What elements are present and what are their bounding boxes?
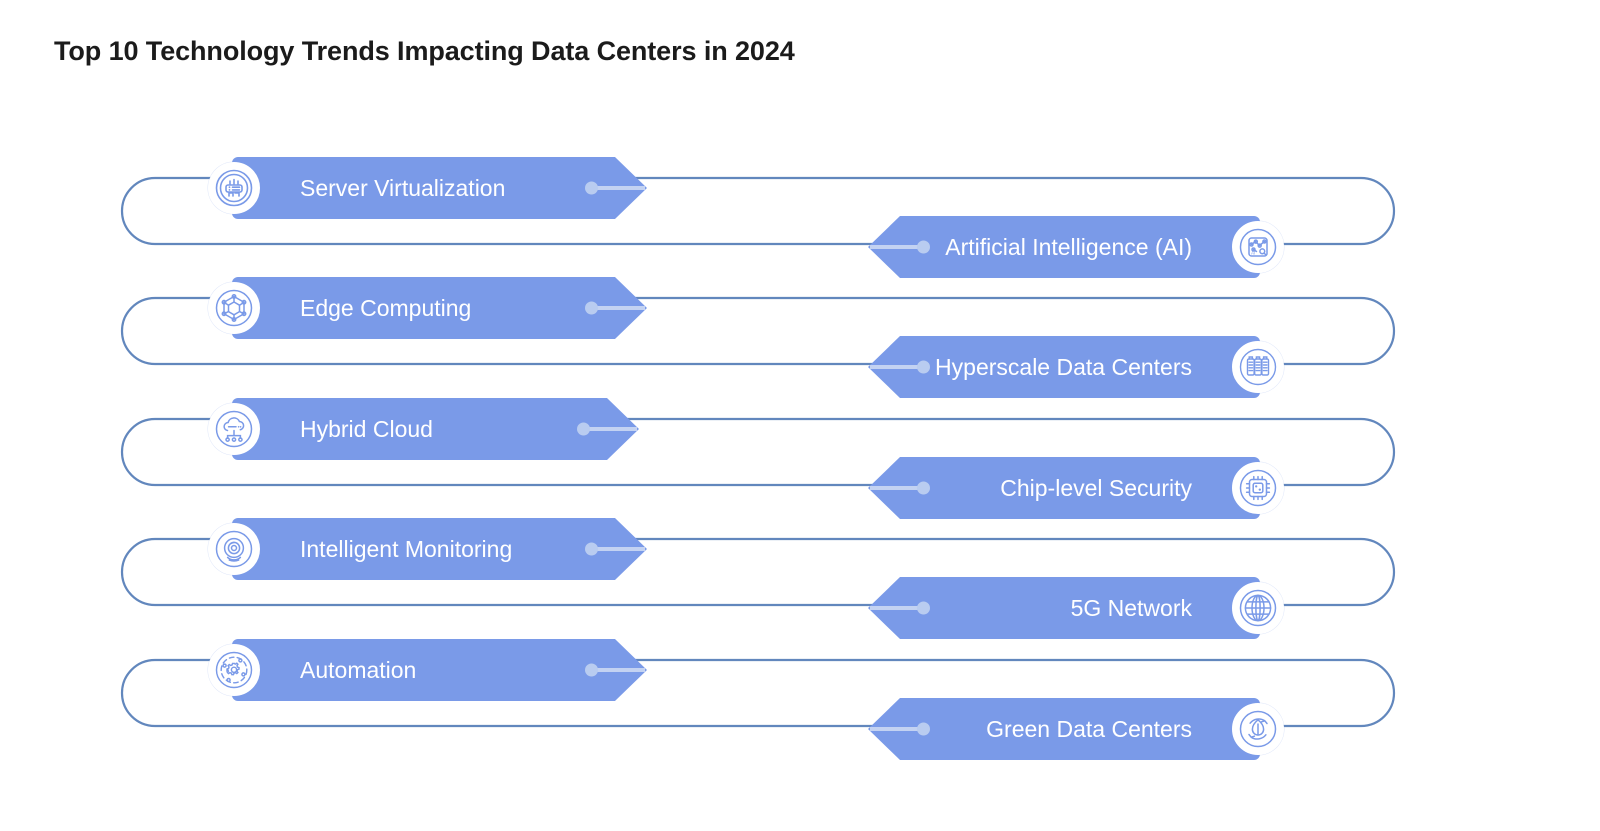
trend-label: Automation (300, 656, 417, 683)
hexagon-cube-icon (208, 282, 260, 334)
connector-stub (870, 722, 930, 736)
gear-automation-icon (208, 644, 260, 696)
trend-node-automation[interactable]: Automation (208, 639, 647, 701)
leaf-recycle-icon (1232, 703, 1284, 755)
chevron-shape (868, 336, 1260, 398)
trend-node-chip-level-security[interactable]: Chip-level Security (868, 457, 1284, 519)
connector-dot (917, 601, 930, 615)
chevron-shape (232, 639, 647, 701)
chevron-shape (868, 698, 1260, 760)
connector-dot (585, 301, 598, 315)
trend-node-hyperscale-data-centers[interactable]: Hyperscale Data Centers (868, 336, 1284, 398)
trend-label: Green Data Centers (986, 715, 1192, 742)
trend-label: Hyperscale Data Centers (935, 353, 1192, 380)
connector-stub (870, 481, 930, 495)
chevron-shape (232, 398, 639, 460)
trend-node-hybrid-cloud[interactable]: Hybrid Cloud (208, 398, 639, 460)
connector-stub (585, 181, 645, 195)
trend-node-artificial-intelligence[interactable]: AI Artificial Intelligence (AI) (868, 216, 1284, 278)
trend-node-intelligent-monitoring[interactable]: Intelligent Monitoring (208, 518, 647, 580)
trend-node-edge-computing[interactable]: Edge Computing (208, 277, 647, 339)
svg-text:AI: AI (1251, 251, 1255, 256)
connector-stub (870, 240, 930, 254)
connector-dot (917, 360, 930, 374)
connector-stub (870, 601, 930, 615)
connector-dot (917, 481, 930, 495)
connector-dot (585, 542, 598, 556)
trend-label: 5G Network (1070, 594, 1192, 621)
chevron-shape (232, 157, 647, 219)
connector-dot (917, 722, 930, 736)
trend-label: Artificial Intelligence (AI) (945, 233, 1192, 260)
server-rack-icon (208, 162, 260, 214)
page-title: Top 10 Technology Trends Impacting Data … (54, 36, 795, 66)
connector-stub (870, 360, 930, 374)
monitoring-eye-icon (208, 523, 260, 575)
cpu-chip-icon (1232, 462, 1284, 514)
connector-stub (585, 542, 645, 556)
trend-node-server-virtualization[interactable]: Server Virtualization (208, 157, 647, 219)
chevron-shape (232, 277, 647, 339)
trend-node-green-data-centers[interactable]: Green Data Centers (868, 698, 1284, 760)
globe-network-icon (1232, 582, 1284, 634)
chevron-shape (868, 216, 1260, 278)
connector-dot (917, 240, 930, 254)
connector-stub (585, 663, 645, 677)
chevron-shape (868, 457, 1260, 519)
trend-label: Chip-level Security (1000, 474, 1192, 501)
trend-label: Server Virtualization (300, 174, 506, 201)
trend-node-5g-network[interactable]: 5G Network (868, 577, 1284, 639)
connector-stub (577, 422, 637, 436)
connector-stub (585, 301, 645, 315)
connector-dot (585, 663, 598, 677)
ai-circuit-icon: AI (1232, 221, 1284, 273)
trend-label: Intelligent Monitoring (300, 535, 513, 562)
trend-label: Edge Computing (300, 294, 472, 321)
chevron-shape (232, 518, 647, 580)
connector-dot (585, 181, 598, 195)
server-racks-icon (1232, 341, 1284, 393)
cloud-network-icon (208, 403, 260, 455)
trend-label: Hybrid Cloud (300, 415, 433, 442)
chevron-shape (868, 577, 1260, 639)
connector-dot (577, 422, 590, 436)
